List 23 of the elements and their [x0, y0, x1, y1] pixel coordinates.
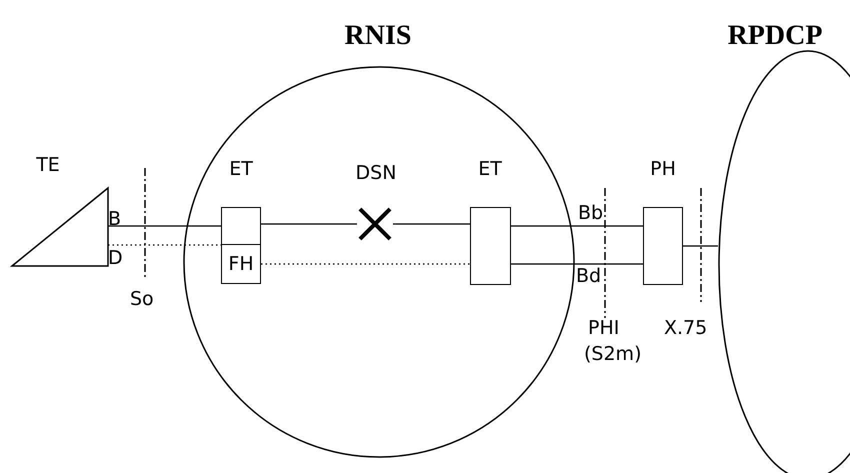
node-label: TE: [36, 156, 60, 175]
interface-label: PHI: [588, 319, 620, 338]
connector-line: [108, 225, 221, 227]
node-label: ET: [229, 160, 253, 179]
connector-line: [683, 245, 718, 247]
interface-label: D: [108, 249, 123, 268]
interface-label: Bb: [578, 204, 604, 223]
interface-label: (S2m): [584, 345, 642, 364]
interface-label: Bd: [576, 267, 602, 286]
connector-line: [511, 263, 643, 265]
dotted-connector: [261, 263, 470, 265]
connector-line: [261, 223, 357, 225]
network-title: RPDCP: [728, 22, 822, 50]
equipment-box: FH: [221, 244, 261, 284]
network-title: RNIS: [344, 22, 412, 50]
interface-label: X.75: [664, 319, 708, 338]
node-label: DSN: [356, 164, 396, 183]
node-label: PH: [650, 160, 676, 179]
interface-label: B: [108, 210, 122, 229]
node-label: ET: [478, 160, 502, 179]
connector-line: [511, 225, 643, 227]
interface-label: So: [130, 290, 154, 309]
connector-line: [393, 223, 470, 225]
